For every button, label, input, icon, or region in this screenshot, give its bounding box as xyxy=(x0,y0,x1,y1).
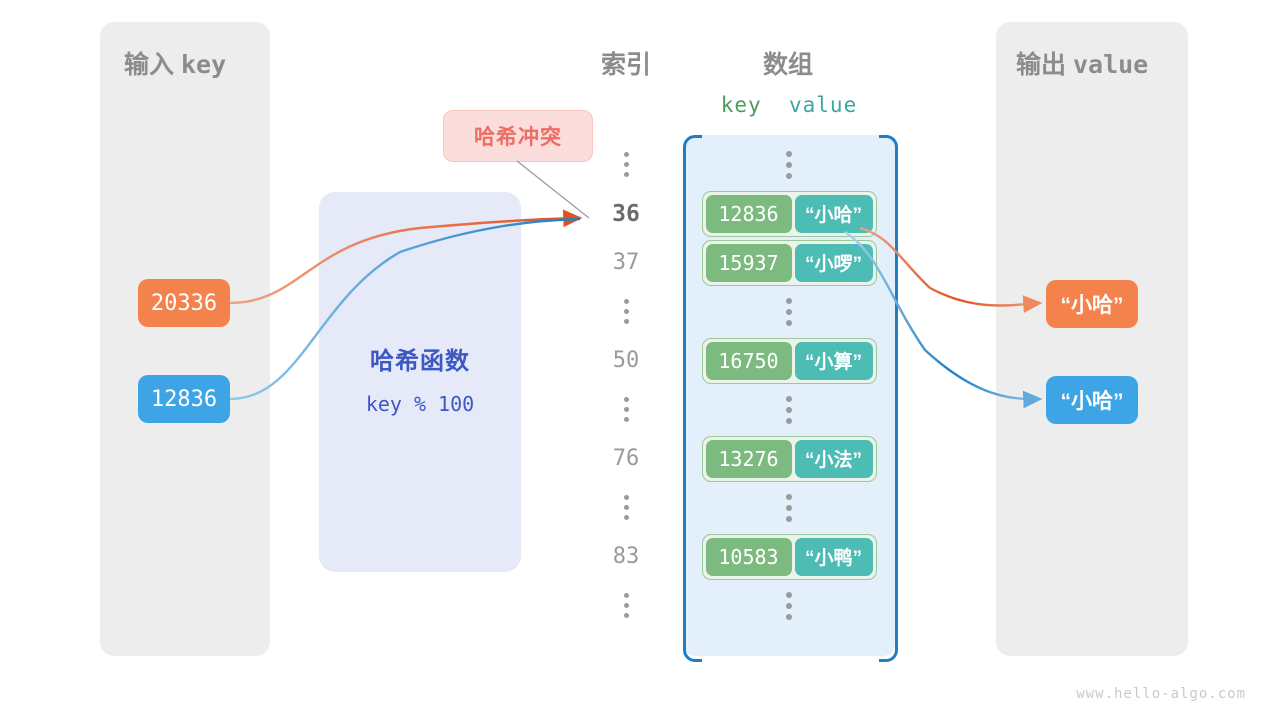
output-title-mono: value xyxy=(1072,50,1149,79)
pair-value-cell: “小鸭” xyxy=(794,537,873,576)
vertical-ellipsis-icon xyxy=(786,591,792,620)
index-label: 83 xyxy=(612,544,640,569)
index-label: 50 xyxy=(612,348,640,373)
index-ellipsis-row xyxy=(566,581,686,630)
wire-cell-to-output-blue xyxy=(844,230,1043,409)
hash-collision-label: 哈希冲突 xyxy=(474,126,562,149)
key-value-pair: 10583“小鸭” xyxy=(701,533,877,580)
pair-value-cell: “小啰” xyxy=(794,243,873,282)
key-heading-label: key xyxy=(720,93,762,117)
index-column: 36 37 50 76 83 xyxy=(566,140,686,630)
vertical-ellipsis-icon xyxy=(623,593,629,618)
pair-key-cell: 16750 xyxy=(705,341,792,380)
vertical-ellipsis-icon xyxy=(786,150,792,179)
index-label: 36 xyxy=(612,200,640,227)
array-row: 13276“小法” xyxy=(683,434,895,483)
array-column: 12836“小哈”15937“小啰”16750“小算”13276“小法”1058… xyxy=(683,140,895,630)
output-panel xyxy=(996,22,1188,656)
vertical-ellipsis-icon xyxy=(623,152,629,177)
output-value-0: “小哈” xyxy=(1046,280,1138,328)
array-row: 16750“小算” xyxy=(683,336,895,385)
array-row: 12836“小哈” xyxy=(683,189,895,238)
array-ellipsis-row xyxy=(683,581,895,630)
wire-cell-to-output-orange xyxy=(859,226,1043,313)
vertical-ellipsis-icon xyxy=(786,297,792,326)
hash-collision-badge: 哈希冲突 xyxy=(443,110,593,162)
vertical-ellipsis-icon xyxy=(786,395,792,424)
index-ellipsis-row xyxy=(566,140,686,189)
key-value-pair: 13276“小法” xyxy=(701,435,877,482)
input-key-1: 12836 xyxy=(138,375,230,423)
key-value-pair: 12836“小哈” xyxy=(701,190,877,237)
array-ellipsis-row xyxy=(683,287,895,336)
key-value-heading: key value xyxy=(684,93,894,117)
watermark: www.hello-algo.com xyxy=(1076,686,1246,702)
hash-function-expression: key % 100 xyxy=(365,392,475,416)
index-ellipsis-row xyxy=(566,385,686,434)
pair-value-cell: “小算” xyxy=(794,341,873,380)
vertical-ellipsis-icon xyxy=(623,495,629,520)
index-column-heading: 索引 xyxy=(600,51,651,79)
wire-key-20336-to-index xyxy=(229,209,583,305)
pair-key-cell: 15937 xyxy=(705,243,792,282)
array-bracket-left xyxy=(683,135,702,662)
array-row: 10583“小鸭” xyxy=(683,532,895,581)
pair-value-cell: “小法” xyxy=(794,439,873,478)
index-label: 76 xyxy=(612,446,640,471)
array-ellipsis-row xyxy=(683,140,895,189)
input-title-cn: 输入 xyxy=(124,51,175,79)
key-value-pair: 16750“小算” xyxy=(701,337,877,384)
index-row: 76 xyxy=(566,434,686,483)
pair-key-cell: 10583 xyxy=(705,537,792,576)
array-ellipsis-row xyxy=(683,483,895,532)
array-column-heading: 数组 xyxy=(762,51,813,79)
input-panel-title: 输入 key xyxy=(124,45,226,81)
collision-leader-line xyxy=(516,160,590,219)
output-value-1: “小哈” xyxy=(1046,376,1138,424)
hash-function-box xyxy=(319,192,521,572)
pair-value-cell: “小哈” xyxy=(794,194,873,233)
input-key-0: 20336 xyxy=(138,279,230,327)
hash-function-name: 哈希函数 xyxy=(370,348,470,375)
array-row: 15937“小啰” xyxy=(683,238,895,287)
index-ellipsis-row xyxy=(566,483,686,532)
vertical-ellipsis-icon xyxy=(623,397,629,422)
array-bracket-right xyxy=(879,135,898,662)
vertical-ellipsis-icon xyxy=(623,299,629,324)
value-heading-label: value xyxy=(789,93,858,117)
pair-key-cell: 12836 xyxy=(705,194,792,233)
output-panel-title: 输出 value xyxy=(1016,45,1148,81)
index-row: 50 xyxy=(566,336,686,385)
array-ellipsis-row xyxy=(683,385,895,434)
index-row: 37 xyxy=(566,238,686,287)
index-ellipsis-row xyxy=(566,287,686,336)
index-label: 37 xyxy=(612,250,640,275)
vertical-ellipsis-icon xyxy=(786,493,792,522)
index-row: 83 xyxy=(566,532,686,581)
input-panel xyxy=(100,22,270,656)
key-value-pair: 15937“小啰” xyxy=(701,239,877,286)
pair-key-cell: 13276 xyxy=(705,439,792,478)
wire-key-12836-to-index xyxy=(229,217,581,401)
output-title-cn: 输出 xyxy=(1016,51,1067,79)
input-title-mono: key xyxy=(180,50,227,79)
index-row: 36 xyxy=(566,189,686,238)
